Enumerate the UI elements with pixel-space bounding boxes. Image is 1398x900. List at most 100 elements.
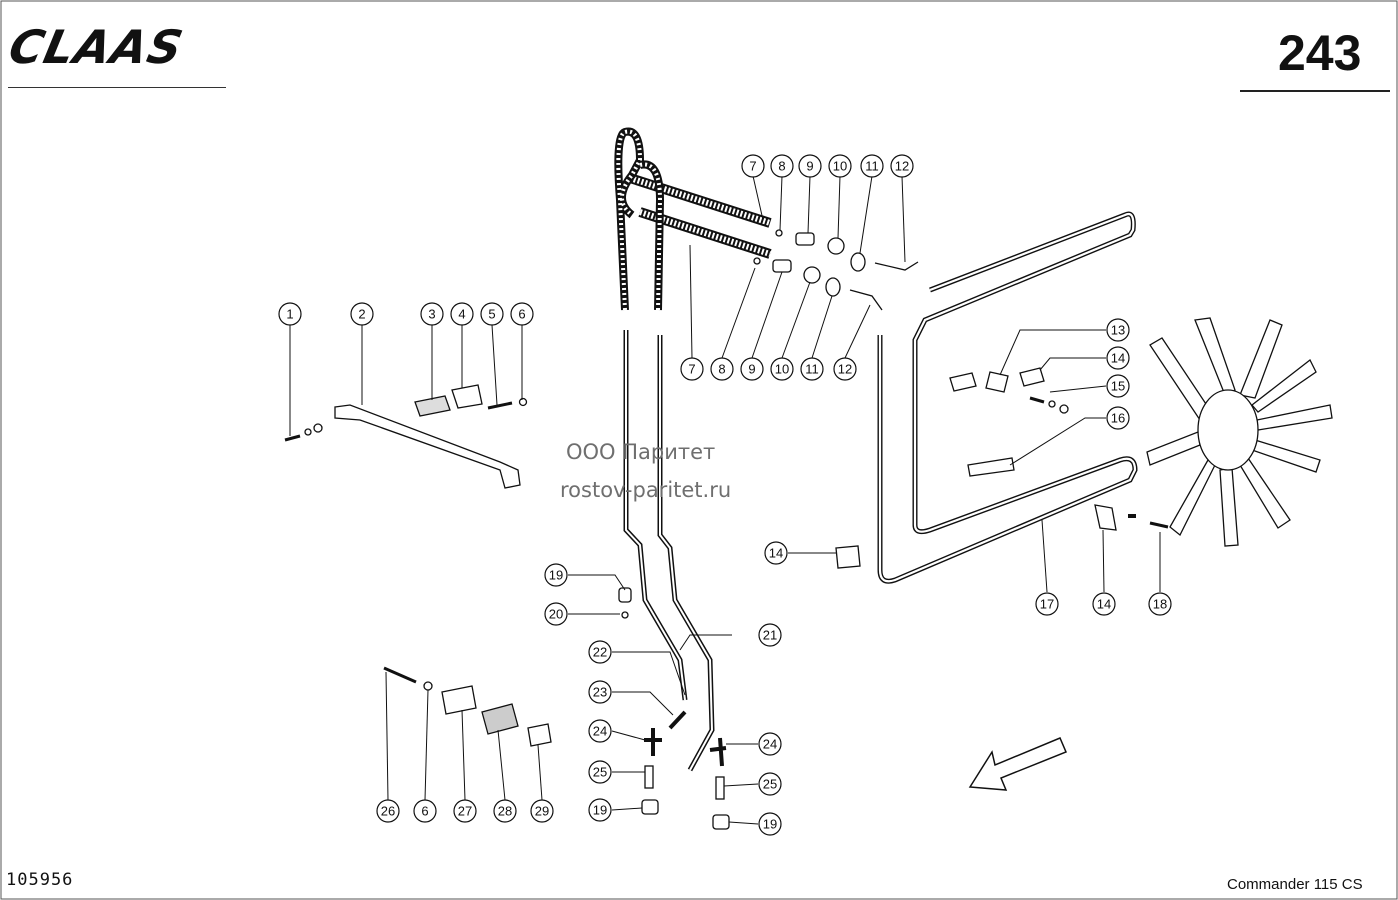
- svg-text:10: 10: [833, 159, 847, 174]
- callout-29: 29: [530, 799, 554, 823]
- svg-text:19: 19: [763, 817, 777, 832]
- callout-15: 15: [1106, 374, 1130, 398]
- callout-7: 7: [680, 357, 704, 381]
- svg-text:21: 21: [763, 628, 777, 643]
- callout-17: 17: [1035, 592, 1059, 616]
- svg-text:18: 18: [1153, 597, 1167, 612]
- callout-8: 8: [770, 154, 794, 178]
- svg-text:23: 23: [593, 685, 607, 700]
- svg-text:24: 24: [763, 737, 777, 752]
- leader-lines: [289, 175, 1161, 825]
- callout-19: 19: [544, 563, 568, 587]
- callout-4: 4: [450, 302, 474, 326]
- page-number: 243: [1278, 25, 1362, 81]
- callout-7: 7: [741, 154, 765, 178]
- bracket-assembly: [284, 384, 528, 489]
- svg-text:19: 19: [593, 803, 607, 818]
- svg-text:15: 15: [1111, 379, 1125, 394]
- svg-text:2: 2: [358, 307, 365, 322]
- callout-12: 12: [833, 357, 857, 381]
- svg-text:20: 20: [549, 607, 563, 622]
- callout-5: 5: [480, 302, 504, 326]
- svg-text:12: 12: [838, 362, 852, 377]
- callout-25: 25: [588, 760, 612, 784]
- callout-24: 24: [758, 732, 782, 756]
- callout-1: 1: [278, 302, 302, 326]
- watermark-url: rostov-paritet.ru: [560, 478, 732, 502]
- callout-14: 14: [1106, 346, 1130, 370]
- callout-21: 21: [758, 623, 782, 647]
- pipe-loop: [877, 211, 1138, 584]
- svg-text:10: 10: [775, 362, 789, 377]
- callout-6: 6: [510, 302, 534, 326]
- callout-18: 18: [1148, 592, 1172, 616]
- svg-text:7: 7: [749, 159, 756, 174]
- callout-12: 12: [890, 154, 914, 178]
- svg-text:25: 25: [763, 777, 777, 792]
- callout-6: 6: [413, 799, 437, 823]
- small-parts: [618, 396, 1169, 830]
- svg-text:17: 17: [1040, 597, 1054, 612]
- svg-text:22: 22: [593, 645, 607, 660]
- callout-10: 10: [770, 357, 794, 381]
- svg-text:14: 14: [1111, 351, 1125, 366]
- svg-text:9: 9: [806, 159, 813, 174]
- header-rule-left: [8, 87, 226, 88]
- fittings: [753, 229, 919, 311]
- svg-text:24: 24: [593, 724, 607, 739]
- svg-text:5: 5: [488, 307, 495, 322]
- callout-22: 22: [588, 640, 612, 664]
- callout-11: 11: [860, 154, 884, 178]
- svg-text:11: 11: [805, 362, 819, 377]
- callout-27: 27: [453, 799, 477, 823]
- svg-text:16: 16: [1111, 411, 1125, 426]
- callout-16: 16: [1106, 406, 1130, 430]
- fan: [1146, 317, 1333, 547]
- svg-text:8: 8: [718, 362, 725, 377]
- document-number: 105956: [6, 870, 74, 890]
- svg-text:26: 26: [381, 804, 395, 819]
- svg-text:14: 14: [1097, 597, 1111, 612]
- callout-24: 24: [588, 719, 612, 743]
- clamps: [383, 367, 1117, 747]
- svg-text:4: 4: [458, 307, 465, 322]
- svg-text:8: 8: [778, 159, 785, 174]
- svg-text:14: 14: [769, 546, 783, 561]
- callout-25: 25: [758, 772, 782, 796]
- callout-13: 13: [1106, 318, 1130, 342]
- watermark-company: ООО Паритет: [566, 440, 716, 464]
- svg-text:9: 9: [748, 362, 755, 377]
- svg-text:25: 25: [593, 765, 607, 780]
- callout-20: 20: [544, 602, 568, 626]
- callout-11: 11: [800, 357, 824, 381]
- svg-text:12: 12: [895, 159, 909, 174]
- svg-text:29: 29: [535, 804, 549, 819]
- svg-text:27: 27: [458, 804, 472, 819]
- svg-text:6: 6: [518, 307, 525, 322]
- callout-8: 8: [710, 357, 734, 381]
- callout-2: 2: [350, 302, 374, 326]
- svg-text:13: 13: [1111, 323, 1125, 338]
- callout-14: 14: [1092, 592, 1116, 616]
- direction-arrow: [968, 737, 1067, 791]
- callout-9: 9: [740, 357, 764, 381]
- long-tubes: [623, 330, 715, 772]
- svg-text:19: 19: [549, 568, 563, 583]
- model-name: Commander 115 CS: [1227, 876, 1363, 893]
- callout-9: 9: [798, 154, 822, 178]
- callout-26: 26: [376, 799, 400, 823]
- hose-upper: [614, 127, 772, 311]
- svg-text:11: 11: [865, 159, 879, 174]
- callout-28: 28: [493, 799, 517, 823]
- svg-text:28: 28: [498, 804, 512, 819]
- callout-14: 14: [764, 541, 788, 565]
- svg-text:1: 1: [286, 307, 293, 322]
- svg-text:6: 6: [421, 804, 428, 819]
- callout-23: 23: [588, 680, 612, 704]
- callout-10: 10: [828, 154, 852, 178]
- svg-text:7: 7: [688, 362, 695, 377]
- callout-19: 19: [588, 798, 612, 822]
- header-rule-right: [1240, 90, 1390, 92]
